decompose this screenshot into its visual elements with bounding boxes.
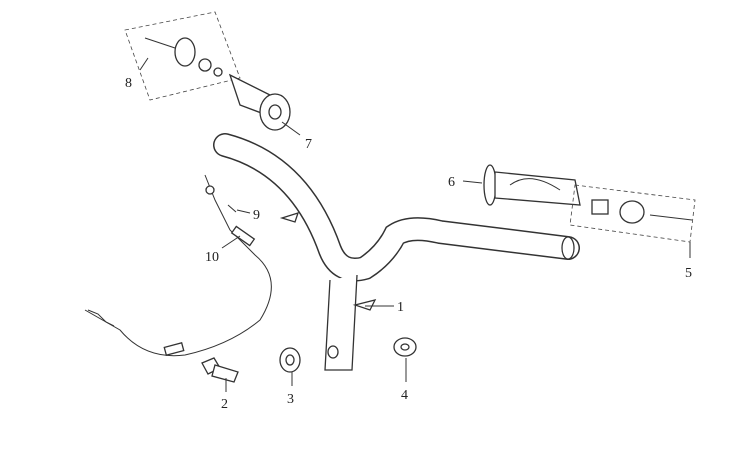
- part-label-5: 5: [685, 266, 692, 281]
- part-label-9: 9: [253, 208, 260, 223]
- right-grip-assembly: [483, 164, 696, 243]
- part-label-7: 7: [305, 137, 312, 152]
- part-label-3: 3: [287, 392, 294, 407]
- part-label-4: 4: [401, 388, 408, 403]
- part-label-8: 8: [125, 76, 132, 91]
- bolt-screw-nut: [201, 204, 417, 383]
- leader-lines: [139, 57, 691, 392]
- part-label-1: 1: [397, 300, 404, 315]
- part-label-2: 2: [221, 397, 228, 412]
- part-label-6: 6: [448, 175, 455, 190]
- throttle-cable: [84, 174, 272, 357]
- handlebar: [213, 133, 580, 371]
- left-grip-assembly: [124, 11, 291, 131]
- part-label-10: 10: [205, 250, 219, 265]
